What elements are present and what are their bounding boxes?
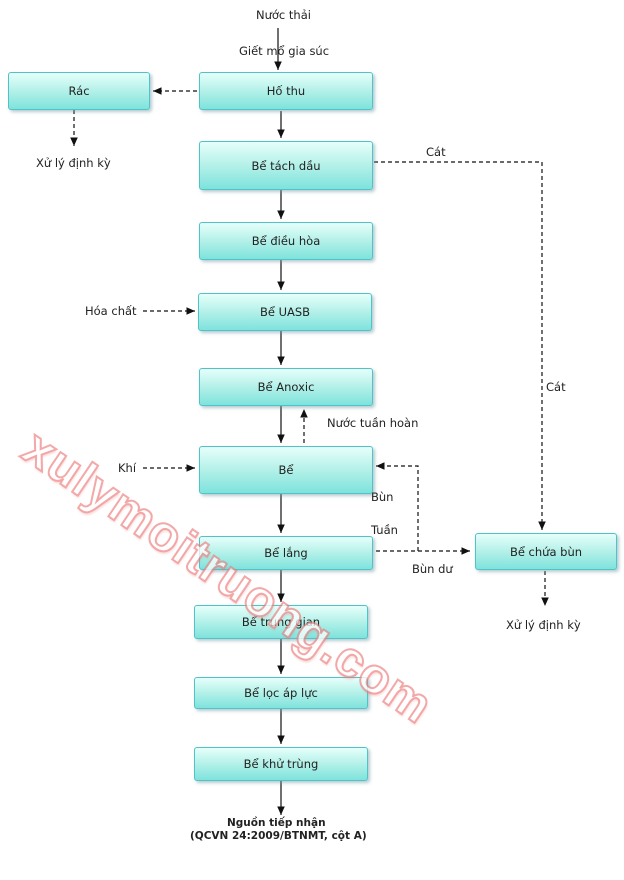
nuoc-tuan-hoan-label: Nước tuần hoàn <box>327 416 419 430</box>
source-label: Nước thải <box>256 8 311 22</box>
tach-dau-box: Bể tách dầu <box>199 141 373 190</box>
bun-label: Bùn <box>371 490 394 504</box>
anoxic-box: Bể Anoxic <box>199 368 373 406</box>
lang-box: Bể lắng <box>199 536 373 570</box>
uasb-box: Bể UASB <box>198 293 372 331</box>
source-sub-label: Giết mổ gia súc <box>239 44 330 58</box>
khi-label: Khí <box>118 461 137 475</box>
nguon-tiep-nhan-label: Nguồn tiếp nhận <box>227 817 326 829</box>
xu-ly-dinh-ky-label-2: Xử lý định kỳ <box>506 618 581 632</box>
cat-label-1: Cát <box>426 145 446 159</box>
xu-ly-dinh-ky-label-1: Xử lý định kỳ <box>36 156 111 170</box>
be-box: Bể <box>199 446 373 494</box>
qcvn-label: (QCVN 24:2009/BTNMT, cột A) <box>190 830 367 842</box>
rac-box: Rác <box>8 72 150 110</box>
loc-ap-luc-box: Bể lọc áp lực <box>194 677 368 709</box>
chua-bun-box: Bể chứa bùn <box>475 533 617 570</box>
tuan-label: Tuần <box>371 523 398 537</box>
arrow-bun-tuan-hoan <box>376 462 419 551</box>
trung-gian-box: Bể trung gian <box>194 605 368 639</box>
bun-du-label: Bùn dư <box>412 562 453 576</box>
ho-thu-box: Hố thu <box>199 72 373 110</box>
cat-label-2: Cát <box>546 380 566 394</box>
dieu-hoa-box: Bể điều hòa <box>199 222 373 260</box>
hoa-chat-label: Hóa chất <box>85 304 137 318</box>
arrow-tach-dau-cat-to-chua-bun <box>374 161 546 530</box>
khu-trung-box: Bể khử trùng <box>194 747 368 781</box>
